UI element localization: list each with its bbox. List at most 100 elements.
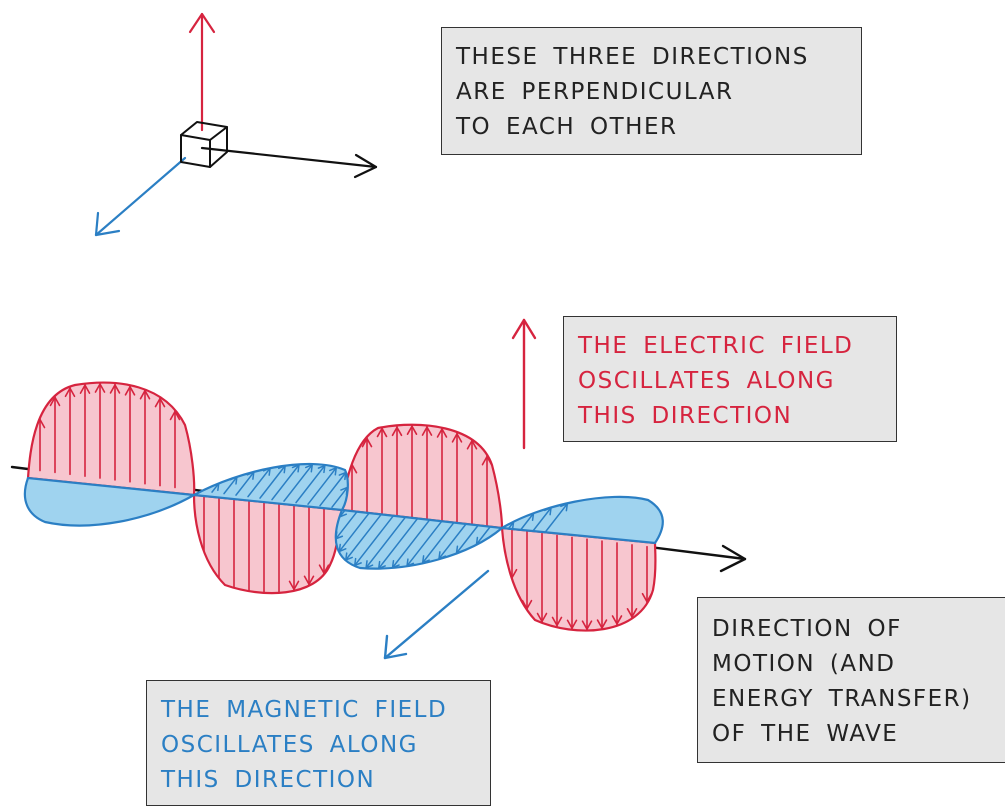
electric-vector-head (154, 396, 166, 408)
electric-lobe-3 (340, 423, 504, 530)
electric-vector-head (466, 439, 478, 450)
axis-diagonal-line (94, 156, 187, 237)
electric-vector-head (421, 425, 433, 436)
electric-vector-head (611, 615, 623, 626)
magnetic-vector (391, 518, 431, 569)
magnetic-line-3: THIS DIRECTION (161, 767, 376, 793)
electric-vector-head (318, 564, 330, 575)
electric-vector-head (596, 619, 608, 630)
axis-up-arrowhead (188, 12, 216, 34)
magnetic-line-1: THE MAGNETIC FIELD (161, 697, 448, 723)
perpendicular-line-1: THESE THREE DIRECTIONS (456, 44, 809, 70)
magnetic-vector-head (455, 545, 464, 555)
magnetic-vectors-3 (335, 510, 491, 569)
electric-vector-head (376, 426, 388, 438)
electric-vector-head (49, 395, 61, 407)
electric-line-1: THE ELECTRIC FIELD (578, 333, 854, 359)
electric-field-label: THE ELECTRIC FIELD OSCILLATES ALONG THIS… (563, 316, 897, 442)
magnetic-vector (247, 467, 271, 498)
magnetic-vector (519, 512, 535, 532)
electric-vector-head (139, 389, 151, 400)
magnetic-vector (377, 517, 419, 569)
magnetic-vector (307, 467, 337, 505)
magnetic-vector (319, 471, 347, 507)
magnetic-vector (283, 464, 313, 502)
electric-vector-head (451, 432, 463, 443)
magnetic-vector-head (560, 502, 569, 512)
magnetic-vector (455, 524, 479, 554)
electric-vector-head (481, 454, 493, 466)
direction-of-motion-label: DIRECTION OF MOTION (AND ENERGY TRANSFER… (697, 597, 1005, 763)
magnetic-vector-head (365, 560, 374, 569)
axis-diagonal-arrowhead (94, 211, 121, 237)
magnetic-vector (421, 521, 455, 564)
magnetic-vector-head (340, 486, 348, 496)
direction-line-1: DIRECTION OF (712, 616, 902, 642)
axis-right-arrowhead (353, 153, 378, 179)
magnetic-vector (211, 482, 220, 493)
magnetic-vector-head (291, 464, 300, 473)
magnetic-vector-head (344, 552, 353, 562)
electric-lobe-4 (500, 526, 657, 632)
magnetic-lobe-3 (334, 508, 505, 570)
magnetic-vector-head (338, 543, 347, 553)
electric-vector-head (109, 383, 121, 394)
arrow-up-icon (511, 318, 537, 450)
electric-vector-head (536, 612, 548, 624)
electric-vector-head (626, 608, 638, 619)
perpendicular-line-2: ARE PERPENDICULAR (456, 79, 734, 105)
magnetic-vector (475, 526, 491, 546)
magnetic-vector-head (543, 506, 552, 516)
magnetic-vector-head (438, 551, 447, 560)
magnetic-vector (331, 486, 348, 508)
magnetic-vector (438, 523, 467, 560)
direction-line-4: OF THE WAVE (712, 721, 899, 747)
arrow-down-left-icon (383, 569, 490, 660)
magnetic-vector (543, 503, 569, 535)
magnetic-vector-head (353, 557, 362, 567)
propagation-arrow-icon (719, 544, 747, 573)
electric-vector-head (79, 383, 91, 394)
electric-vector-head (641, 592, 653, 604)
magnetic-vector-head (377, 560, 386, 569)
magnetic-lobe-4 (498, 495, 664, 545)
magnetic-vector (531, 507, 552, 534)
magnetic-vector-head (421, 555, 430, 564)
axis-right-line (200, 146, 378, 169)
magnetic-vector (365, 515, 407, 569)
electric-vectors-3 (346, 424, 493, 528)
magnetic-lobe-1 (23, 476, 198, 527)
magnetic-vector-head (526, 512, 535, 522)
electric-vector-head (406, 424, 418, 436)
electric-vector-head (436, 427, 448, 438)
perpendicular-line-3: TO EACH OTHER (456, 114, 678, 140)
electric-vector-head (94, 382, 106, 393)
magnetic-line-2: OSCILLATES ALONG (161, 732, 419, 758)
magnetic-field-wave (23, 462, 664, 570)
perpendicular-label: THESE THREE DIRECTIONS ARE PERPENDICULAR… (441, 27, 862, 155)
magnetic-vector-head (305, 464, 314, 473)
electric-vector-head (361, 436, 373, 448)
magnetic-vector (338, 511, 371, 553)
magnetic-vector (406, 520, 443, 567)
magnetic-vector-head (277, 464, 287, 474)
magnetic-vectors-2 (211, 464, 348, 508)
magnetic-vector-head (406, 558, 415, 568)
electric-vector-head (566, 619, 578, 630)
magnetic-field-label: THE MAGNETIC FIELD OSCILLATES ALONG THIS… (146, 680, 491, 806)
magnetic-lobe-2 (190, 462, 349, 512)
electric-vector-head (551, 616, 563, 628)
electric-vector-head (521, 599, 533, 611)
magnetic-vector-head (391, 559, 400, 569)
magnetic-vector-head (246, 471, 255, 480)
electric-vector-head (581, 620, 593, 631)
magnetic-vector-head (262, 467, 272, 476)
electric-vector-head (303, 575, 315, 586)
electric-vector-head (124, 385, 136, 396)
electric-line-3: THIS DIRECTION (578, 403, 793, 429)
magnetic-vector (335, 510, 359, 540)
magnetic-vector-head (317, 464, 326, 474)
magnetic-vector (295, 464, 326, 504)
